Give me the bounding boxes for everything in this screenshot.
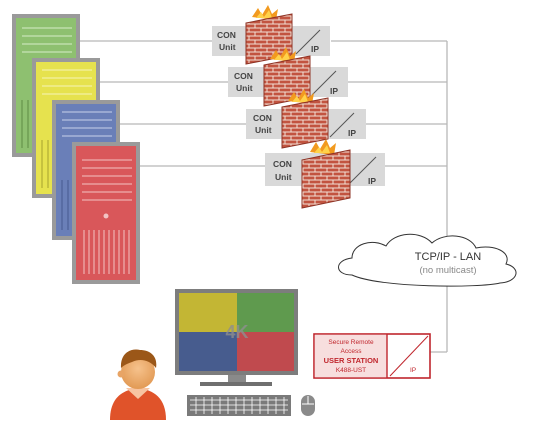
firewall-icon: [263, 47, 311, 107]
network-subtitle: (no multicast): [419, 265, 476, 276]
server-tower-red: [72, 142, 140, 284]
keyboard-icon: [187, 395, 291, 416]
user-station-ip-label: IP: [410, 367, 416, 374]
con-unit-label-line1: CON: [253, 113, 272, 123]
firewall-icon: [281, 89, 329, 149]
con-unit-label-line2: Unit: [275, 172, 292, 182]
con-unit-label-line2: Unit: [255, 125, 272, 135]
con-unit-label-line2: Unit: [219, 42, 236, 52]
con-unit-4: CON Unit IP: [265, 139, 385, 209]
mouse-icon: [301, 395, 315, 416]
con-unit-label-line1: CON: [217, 30, 236, 40]
con-unit-label-line2: Unit: [236, 83, 253, 93]
firewall-icon: [245, 5, 293, 65]
monitor-resolution-label: 4K: [225, 322, 248, 342]
con-unit-3: CON Unit IP: [246, 89, 366, 149]
network-title: TCP/IP - LAN: [415, 251, 481, 263]
con-unit-label-line1: CON: [234, 71, 253, 81]
con-unit-1: CON Unit IP: [212, 5, 330, 65]
user-station-line3: USER STATION: [324, 356, 379, 365]
con-unit-ip-label: IP: [311, 44, 319, 54]
con-unit-ip-label: IP: [368, 176, 376, 186]
lan-cloud: TCP/IP - LAN (no multicast): [338, 233, 517, 287]
connection-lines: [80, 40, 448, 353]
con-unit-label-line1: CON: [273, 159, 292, 169]
user-avatar-icon: [110, 349, 166, 420]
monitor-icon: 4K: [175, 289, 298, 386]
con-unit-ip-label: IP: [330, 86, 338, 96]
user-station-line4: K488-UST: [336, 367, 366, 374]
user-station-line2: Access: [341, 348, 363, 355]
con-unit-2: CON Unit IP: [228, 47, 348, 107]
cloud-icon: [338, 233, 517, 287]
con-unit-ip-label: IP: [348, 128, 356, 138]
firewall-icon: [301, 139, 351, 209]
user-station-box: Secure Remote Access USER STATION K488-U…: [313, 333, 431, 379]
user-station-line1: Secure Remote: [328, 339, 374, 346]
